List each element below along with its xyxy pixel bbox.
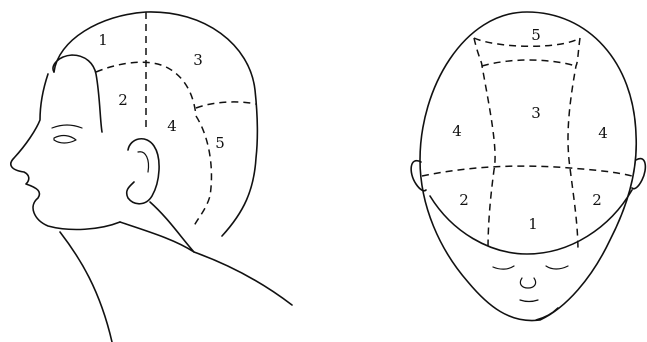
top-region-label-2-left: 2 xyxy=(459,191,469,209)
side-boundary-occipital xyxy=(194,116,211,226)
side-head-outline xyxy=(54,12,257,236)
side-region-label-1: 1 xyxy=(98,31,108,49)
top-region-label-3: 3 xyxy=(531,104,541,122)
side-eyebrow xyxy=(52,125,82,128)
side-region-label-5: 5 xyxy=(215,134,225,152)
side-face-profile xyxy=(11,74,120,229)
side-ear-inner xyxy=(138,152,149,172)
top-view-head: 5 3 4 4 2 2 1 xyxy=(411,12,645,321)
side-region-label-4: 4 xyxy=(167,117,177,135)
top-chin-mark xyxy=(536,308,558,320)
top-region-label-4-right: 4 xyxy=(598,124,608,142)
side-region-label-2: 2 xyxy=(118,91,128,109)
side-region-label-3: 3 xyxy=(193,51,203,69)
top-boundary-horizontal xyxy=(422,166,632,176)
side-eye xyxy=(54,136,76,143)
side-chin-neck xyxy=(120,222,194,252)
side-neck-back xyxy=(194,252,292,305)
top-nose xyxy=(520,278,535,288)
side-hairline xyxy=(53,55,102,132)
side-ear xyxy=(127,139,159,204)
top-boundary-left-long xyxy=(474,38,495,250)
top-region-label-2-right: 2 xyxy=(592,191,602,209)
top-eye-right xyxy=(546,266,568,269)
side-boundary-nape xyxy=(196,102,256,108)
top-region-label-5: 5 xyxy=(531,26,541,44)
side-view-head: 1 2 3 4 5 xyxy=(11,12,292,342)
top-boundary-mid-top xyxy=(482,60,576,66)
top-boundary-front xyxy=(474,38,580,46)
top-eye-left xyxy=(493,266,514,269)
side-head-lower-curve xyxy=(150,202,194,252)
top-region-label-4-left: 4 xyxy=(452,122,462,140)
side-neck-front xyxy=(60,232,112,342)
top-boundary-right-long xyxy=(568,38,580,252)
top-head-outline xyxy=(420,12,636,321)
top-mouth xyxy=(520,300,538,302)
top-region-label-1: 1 xyxy=(528,215,538,233)
